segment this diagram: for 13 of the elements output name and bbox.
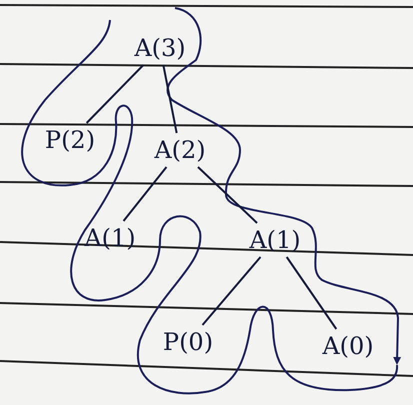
tree-edge	[122, 166, 168, 222]
node-label: A(0)	[320, 333, 376, 359]
tree-edge	[197, 166, 258, 224]
node-label: A(1)	[247, 227, 303, 253]
node-label: P(0)	[160, 329, 216, 355]
tree-edge	[86, 64, 144, 124]
node-label: A(1)	[82, 225, 138, 251]
tree-edge	[202, 256, 262, 326]
tree-edge	[286, 256, 338, 330]
node-label: A(2)	[152, 137, 208, 163]
node-label: A(3)	[132, 35, 188, 61]
tree-edge	[162, 64, 178, 134]
node-label: P(2)	[42, 127, 98, 153]
